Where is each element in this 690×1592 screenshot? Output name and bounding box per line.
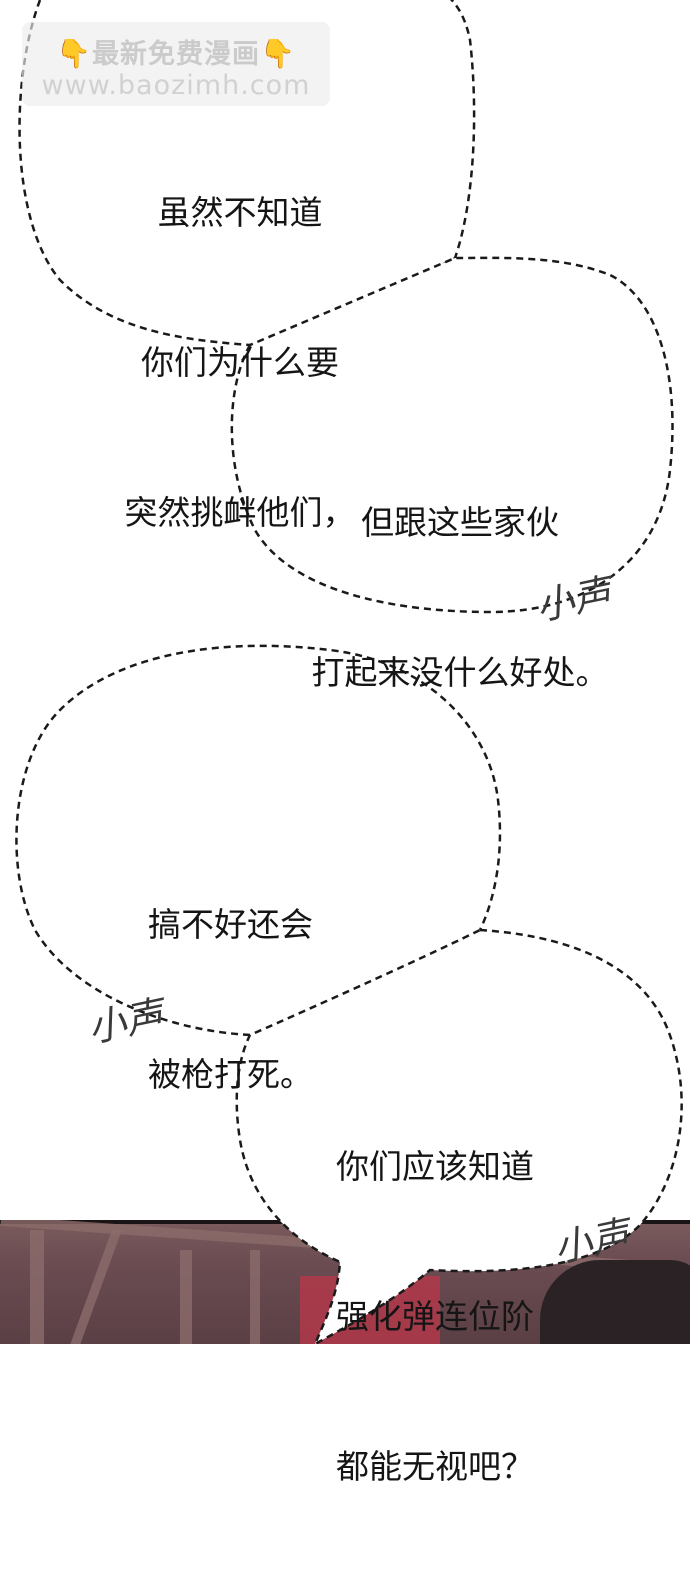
watermark: 👇最新免费漫画👇 www.baozimh.com xyxy=(22,22,330,106)
bubble-line: 但跟这些家伙 xyxy=(361,503,559,542)
watermark-url: www.baozimh.com xyxy=(41,70,311,101)
pointing-down-hand-icon: 👇 xyxy=(260,37,296,70)
watermark-text: 最新免费漫画 xyxy=(92,39,260,70)
bubble-3-text: 搞不好还会 被枪打死。 xyxy=(148,800,313,1200)
bubble-line: 搞不好还会 xyxy=(148,905,313,944)
whisper-sfx-text: 小声 xyxy=(550,1211,638,1268)
bubble-line: 都能无视吧？ xyxy=(336,1447,534,1486)
whisper-sfx-3: 小声 xyxy=(550,1211,638,1268)
whisper-sfx-text: 小声 xyxy=(532,569,620,626)
whisper-sfx-text: 小声 xyxy=(84,991,172,1048)
pointing-down-hand-icon: 👇 xyxy=(56,37,92,70)
bubble-line: 打起来没什么好处。 xyxy=(311,653,609,692)
bubble-line: 你们应该知道 xyxy=(336,1147,534,1186)
bubble-1-text: 虽然不知道 你们为什么要 突然挑衅他们， xyxy=(0,88,480,638)
bubble-line: 你们为什么要 xyxy=(141,343,339,382)
whisper-sfx-1: 小声 xyxy=(532,569,620,626)
speech-bubble-2 xyxy=(230,256,674,614)
bubble-line: 被枪打死。 xyxy=(148,1055,313,1094)
bubble-4-text: 你们应该知道 强化弹连位阶 都能无视吧？ xyxy=(336,1042,534,1592)
bubble-line: 虽然不知道 xyxy=(157,193,323,232)
bubble-line: 突然挑衅他们， xyxy=(124,493,356,532)
bubble-line: 强化弹连位阶 xyxy=(336,1297,534,1336)
whisper-sfx-2: 小声 xyxy=(84,991,172,1048)
speech-bubble-3 xyxy=(15,644,502,1037)
speech-bubble-4 xyxy=(235,928,683,1344)
bubble-2-text: 但跟这些家伙 打起来没什么好处。 xyxy=(270,398,650,798)
